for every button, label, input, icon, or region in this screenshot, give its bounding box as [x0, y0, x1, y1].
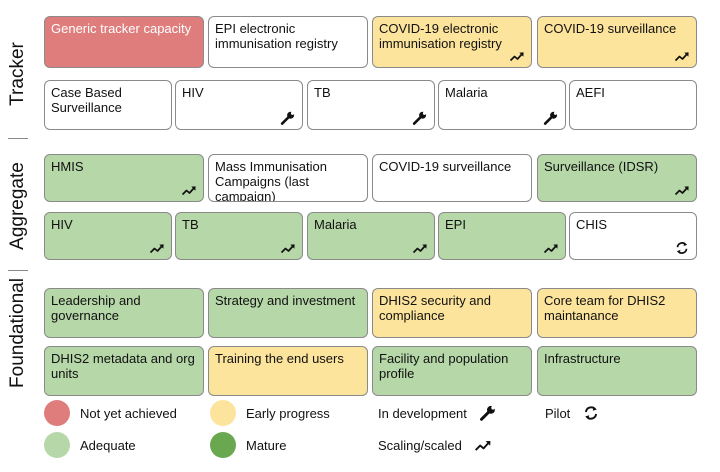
capability-label: Leadership and governance — [51, 293, 141, 323]
capability-box: TB — [307, 80, 435, 130]
capability-box: Case Based Surveillance — [44, 80, 172, 130]
trend-up-icon — [181, 183, 197, 197]
capability-box: EPI electronic immunisation registry — [208, 16, 368, 68]
section-divider — [8, 138, 28, 139]
wrench-icon — [543, 111, 559, 125]
capability-box: EPI — [438, 212, 566, 260]
trend-up-icon — [674, 49, 690, 63]
legend-label: Not yet achieved — [80, 405, 177, 421]
legend-scaling-scaled: Scaling/scaled — [378, 432, 492, 458]
capability-label: HIV — [51, 217, 73, 232]
capability-label: Mass Immunisation Campaigns (last campai… — [215, 159, 327, 202]
capability-box: Surveillance (IDSR) — [537, 154, 697, 202]
capability-box: HIV — [175, 80, 303, 130]
capability-label: COVID-19 surveillance — [544, 21, 677, 36]
capability-label: Malaria — [314, 217, 357, 232]
section-divider — [8, 270, 28, 271]
cycle-icon — [674, 241, 690, 255]
legend-pilot: Pilot — [545, 400, 600, 426]
capability-box: COVID-19 surveillance — [372, 154, 532, 202]
capability-box: Leadership and governance — [44, 288, 204, 338]
capability-box: Training the end users — [208, 346, 368, 396]
capability-label: DHIS2 security and compliance — [379, 293, 491, 323]
capability-box: CHIS — [569, 212, 697, 260]
capability-label: Strategy and investment — [215, 293, 356, 308]
capability-box: Mass Immunisation Campaigns (last campai… — [208, 154, 368, 202]
capability-box: Malaria — [307, 212, 435, 260]
capability-label: Core team for DHIS2 maintanance — [544, 293, 666, 323]
legend-label: Adequate — [80, 437, 136, 453]
capability-box: COVID-19 surveillance — [537, 16, 697, 68]
legend-swatch-red — [44, 400, 70, 426]
cycle-icon — [582, 405, 600, 421]
capability-label: Training the end users — [215, 351, 344, 366]
wrench-icon — [280, 111, 296, 125]
legend-swatch-green — [210, 432, 236, 458]
capability-box: Generic tracker capacity — [44, 16, 204, 68]
capability-box: COVID-19 electronic immunisation registr… — [372, 16, 532, 68]
legend-label: Mature — [246, 437, 287, 453]
capability-label: HMIS — [51, 159, 84, 174]
legend-mature: Mature — [210, 432, 286, 458]
capability-label: EPI — [445, 217, 466, 232]
capability-box: Facility and population profile — [372, 346, 532, 396]
capability-label: AEFI — [576, 85, 605, 100]
capability-box: Core team for DHIS2 maintanance — [537, 288, 697, 338]
trend-up-icon — [149, 241, 165, 255]
capability-label: HIV — [182, 85, 204, 100]
capability-label: TB — [314, 85, 331, 100]
capability-box: AEFI — [569, 80, 697, 130]
trend-up-icon — [474, 437, 492, 453]
legend-not-yet-achieved: Not yet achieved — [44, 400, 177, 426]
legend-label: Scaling/scaled — [378, 437, 462, 453]
capability-label: Case Based Surveillance — [51, 85, 122, 115]
capability-label: Infrastructure — [544, 351, 621, 366]
legend-label: Early progress — [246, 405, 330, 421]
capability-label: DHIS2 metadata and org units — [51, 351, 195, 381]
wrench-icon — [479, 405, 497, 421]
trend-up-icon — [543, 241, 559, 255]
capability-box: Infrastructure — [537, 346, 697, 396]
capability-label: TB — [182, 217, 199, 232]
capability-box: HIV — [44, 212, 172, 260]
wrench-icon — [412, 111, 428, 125]
trend-up-icon — [412, 241, 428, 255]
capability-label: Malaria — [445, 85, 488, 100]
trend-up-icon — [674, 183, 690, 197]
capability-label: Facility and population profile — [379, 351, 509, 381]
legend-label: Pilot — [545, 405, 571, 421]
legend-early-progress: Early progress — [210, 400, 330, 426]
capability-label: COVID-19 surveillance — [379, 159, 512, 174]
section-label-foundational: Foundational — [7, 278, 28, 388]
capability-box: Malaria — [438, 80, 566, 130]
section-label-aggregate: Aggregate — [7, 162, 28, 250]
capability-box: Strategy and investment — [208, 288, 368, 338]
capability-label: CHIS — [576, 217, 608, 232]
legend-in-development: In development — [378, 400, 497, 426]
capability-box: HMIS — [44, 154, 204, 202]
capability-label: COVID-19 electronic immunisation registr… — [379, 21, 502, 51]
capability-label: EPI electronic immunisation registry — [215, 21, 338, 51]
trend-up-icon — [280, 241, 296, 255]
legend-label: In development — [378, 405, 467, 421]
trend-up-icon — [509, 49, 525, 63]
capability-label: Surveillance (IDSR) — [544, 159, 659, 174]
legend-adequate: Adequate — [44, 432, 136, 458]
legend-swatch-light-green — [44, 432, 70, 458]
capability-box: TB — [175, 212, 303, 260]
capability-box: DHIS2 metadata and org units — [44, 346, 204, 396]
capability-box: DHIS2 security and compliance — [372, 288, 532, 338]
capability-label: Generic tracker capacity — [51, 21, 192, 36]
section-label-tracker: Tracker — [7, 42, 28, 106]
legend-swatch-yellow — [210, 400, 236, 426]
